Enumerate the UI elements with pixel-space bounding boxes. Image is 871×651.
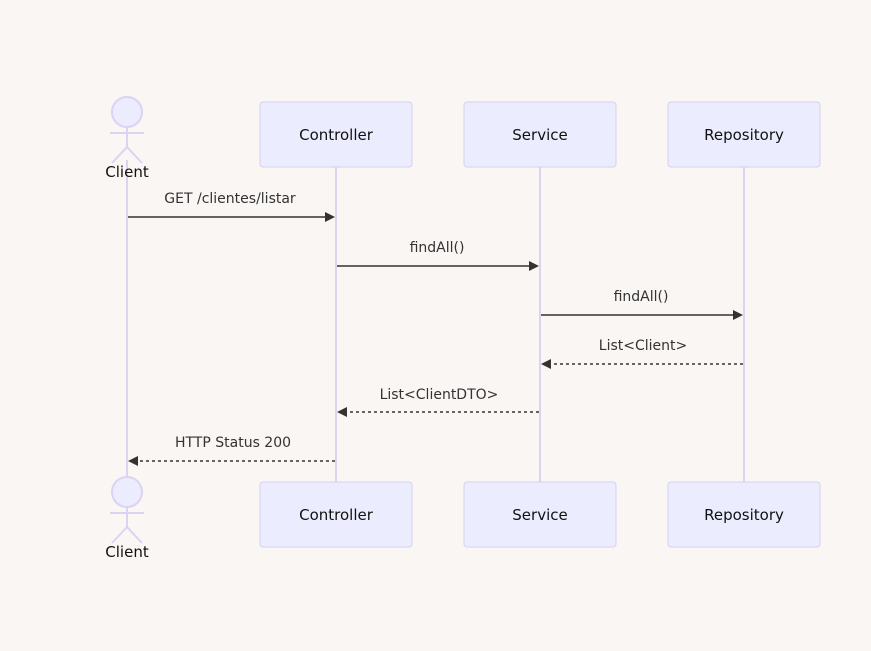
message-get-clientes-listar: GET /clientes/listar xyxy=(128,191,335,222)
message-findall-repository: findAll() xyxy=(541,289,743,320)
message-label: List<Client> xyxy=(599,338,687,354)
actor-head-icon xyxy=(111,96,143,128)
participant-controller-top: Controller xyxy=(259,101,413,168)
participant-repository-top-label: Repository xyxy=(704,126,784,144)
message-label: findAll() xyxy=(614,289,669,305)
message-label: GET /clientes/listar xyxy=(164,191,296,207)
participant-service-bottom: Service xyxy=(463,481,617,548)
message-label: List<ClientDTO> xyxy=(380,387,499,403)
arrowhead-left-icon xyxy=(337,407,347,417)
message-label: findAll() xyxy=(410,240,465,256)
participant-repository-bottom: Repository xyxy=(667,481,821,548)
participant-controller-bottom: Controller xyxy=(259,481,413,548)
actor-head-icon xyxy=(111,476,143,508)
arrowhead-right-icon xyxy=(529,261,539,271)
message-label: HTTP Status 200 xyxy=(175,435,291,451)
arrowhead-left-icon xyxy=(128,456,138,466)
message-list-client-return: List<Client> xyxy=(541,338,743,369)
participant-repository-bottom-label: Repository xyxy=(704,506,784,524)
participant-service-top: Service xyxy=(463,101,617,168)
actor-client-bottom-label: Client xyxy=(105,543,149,561)
arrowhead-left-icon xyxy=(541,359,551,369)
participant-controller-top-label: Controller xyxy=(299,126,374,144)
participant-service-bottom-label: Service xyxy=(512,506,567,524)
arrowhead-right-icon xyxy=(733,310,743,320)
participant-repository-top: Repository xyxy=(667,101,821,168)
participant-service-top-label: Service xyxy=(512,126,567,144)
actor-client-bottom: Client xyxy=(105,476,149,561)
actor-client-top-label: Client xyxy=(105,163,149,181)
message-findall-service: findAll() xyxy=(337,240,539,271)
message-http-status-return: HTTP Status 200 xyxy=(128,435,335,466)
arrowhead-right-icon xyxy=(325,212,335,222)
participant-controller-bottom-label: Controller xyxy=(299,506,374,524)
actor-client-top: Client xyxy=(105,96,149,181)
message-list-clientdto-return: List<ClientDTO> xyxy=(337,387,539,417)
